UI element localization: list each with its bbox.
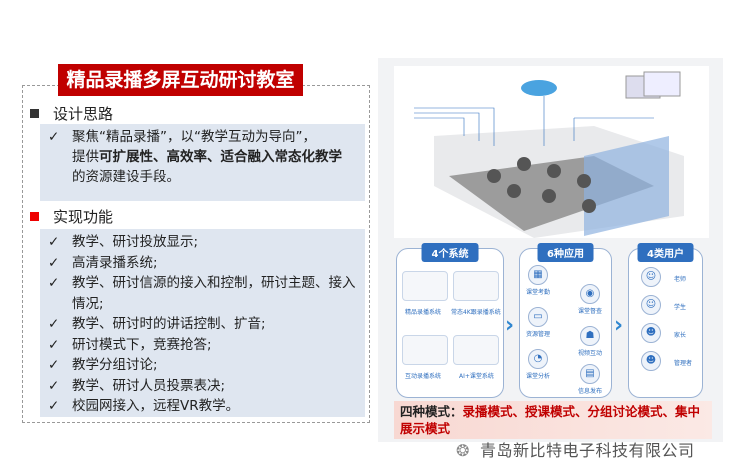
- arrow-right-icon: ›: [614, 313, 624, 338]
- feature-item: ✓ 教学、研讨投放显示;: [48, 232, 357, 253]
- check-icon: ✓: [48, 234, 60, 250]
- student-icon: ☺: [641, 295, 661, 315]
- feature-text: 研讨模式下，竞赛抢答;: [72, 336, 212, 353]
- check-icon: ✓: [48, 129, 60, 145]
- modes-banner: 四种模式：录播模式、授课模式、分组讨论模式、集中展示模式: [394, 401, 712, 439]
- users-panel: 4类用户 ☺ 老师 ☺ 学生 ☻ 家长 ☻ 管理者: [628, 243, 703, 398]
- pie-chart-icon: ◔: [528, 349, 548, 369]
- systems-panel: 4个系统 精品录播系统 常态4K跟录播系统 互动录播系统 AI+课堂系统: [396, 243, 504, 398]
- app-label: 课堂分析: [526, 373, 551, 380]
- feature-text: 校园网接入，远程VR教学。: [72, 398, 240, 414]
- design-box: ✓ 聚焦“精品录播”，以“教学互动为导向”， 提供可扩展性、高效率、适合融入常态…: [40, 124, 365, 201]
- board-icon: ▤: [580, 364, 600, 384]
- teacher-icon: ☺: [641, 267, 661, 287]
- systems-title: 4个系统: [421, 243, 479, 262]
- check-icon: ✓: [48, 316, 60, 332]
- feature-item: ✓ 教学、研讨信源的接入和控制，研讨主题、接入情况;: [48, 273, 357, 314]
- feature-text: 高清录播系统;: [72, 254, 158, 271]
- features-box: ✓ 教学、研讨投放显示; ✓ 高清录播系统; ✓ 教学、研讨信源的接入和控制，研讨主题、接…: [40, 229, 365, 417]
- design-line1: 聚焦“精品录播”，以“教学互动为导向”，: [72, 129, 316, 145]
- user-label: 老师: [674, 276, 687, 283]
- classroom-illustration: [394, 66, 709, 238]
- monitor-icon: ▭: [528, 307, 548, 327]
- feature-item: ✓ 研讨模式下，竞赛抢答;: [48, 335, 357, 356]
- watermark: 青岛新比特电子科技有限公司: [480, 441, 695, 460]
- diagram-image: 4个系统 精品录播系统 常态4K跟录播系统 互动录播系统 AI+课堂系统 › 6…: [378, 58, 723, 442]
- design-heading: 设计思路: [30, 103, 113, 124]
- design-line2-bold: 可扩展性、高效率、适合融入常态化教学: [99, 149, 342, 165]
- modes-text: 录播模式、授课模式、分组讨论模式、集中展示模式: [400, 404, 701, 436]
- manager-icon: ☻: [641, 351, 661, 371]
- features-heading-text: 实现功能: [53, 208, 114, 226]
- system-label: 精品录播系统: [405, 309, 442, 316]
- apps-title: 6种应用: [537, 243, 594, 262]
- apps-panel: 6种应用 ▦ 课堂考勤 ▭ 资源管理 ◔ 课堂分析 ◉ 课堂督查 ☗ 视频互动 ▤ 信息发布: [519, 243, 612, 398]
- check-icon: ✓: [48, 336, 60, 353]
- features-heading: 实现功能: [30, 206, 113, 227]
- design-heading-text: 设计思路: [53, 105, 114, 123]
- feature-text: 教学、研讨人员投票表决;: [72, 377, 226, 394]
- feature-item: ✓ 校园网接入，远程VR教学。: [48, 396, 357, 417]
- app-label: 视频互动: [578, 350, 603, 357]
- check-icon: ✓: [48, 377, 60, 394]
- calendar-icon: ▦: [528, 265, 548, 285]
- user-label: 学生: [674, 304, 687, 311]
- feature-text: 教学、研讨信源的接入和控制，研讨主题、接入情况;: [72, 275, 356, 312]
- feature-item: ✓ 教学、研讨时的讲话控制、扩音;: [48, 314, 357, 335]
- feature-item: ✓ 教学分组讨论;: [48, 355, 357, 376]
- modes-label: 四种模式：: [400, 404, 463, 419]
- check-icon: ✓: [48, 275, 60, 291]
- feature-text: 教学分组讨论;: [72, 357, 158, 373]
- arrow-right-icon: ›: [505, 313, 515, 338]
- feature-item: ✓ 教学、研讨人员投票表决;: [48, 376, 357, 397]
- wechat-icon: ❂: [456, 441, 470, 460]
- feature-text: 教学、研讨投放显示;: [72, 234, 199, 250]
- app-label: 信息发布: [578, 388, 603, 395]
- app-label: 课堂督查: [578, 308, 603, 315]
- app-label: 课堂考勤: [526, 289, 551, 296]
- user-label: 管理者: [674, 360, 693, 367]
- bullet-square-icon: [30, 212, 39, 221]
- bullet-square-icon: [30, 109, 39, 118]
- check-icon: ✓: [48, 398, 60, 414]
- eye-icon: ◉: [580, 284, 600, 304]
- design-line3: 的资源建设手段。: [72, 169, 180, 185]
- page-title: 精品录播多屏互动研讨教室: [58, 64, 303, 96]
- system-label: AI+课堂系统: [459, 373, 494, 380]
- system-label: 互动录播系统: [405, 373, 442, 380]
- app-label: 资源管理: [526, 331, 551, 338]
- group-icon: ☗: [580, 326, 600, 346]
- user-label: 家长: [674, 332, 687, 339]
- parent-icon: ☻: [641, 323, 661, 343]
- feature-text: 教学、研讨时的讲话控制、扩音;: [72, 316, 266, 332]
- check-icon: ✓: [48, 254, 60, 271]
- design-line2-pre: 提供: [72, 149, 99, 165]
- users-title: 4类用户: [637, 243, 694, 262]
- feature-item: ✓ 高清录播系统;: [48, 253, 357, 274]
- check-icon: ✓: [48, 357, 60, 373]
- system-label: 常态4K跟录播系统: [451, 309, 501, 316]
